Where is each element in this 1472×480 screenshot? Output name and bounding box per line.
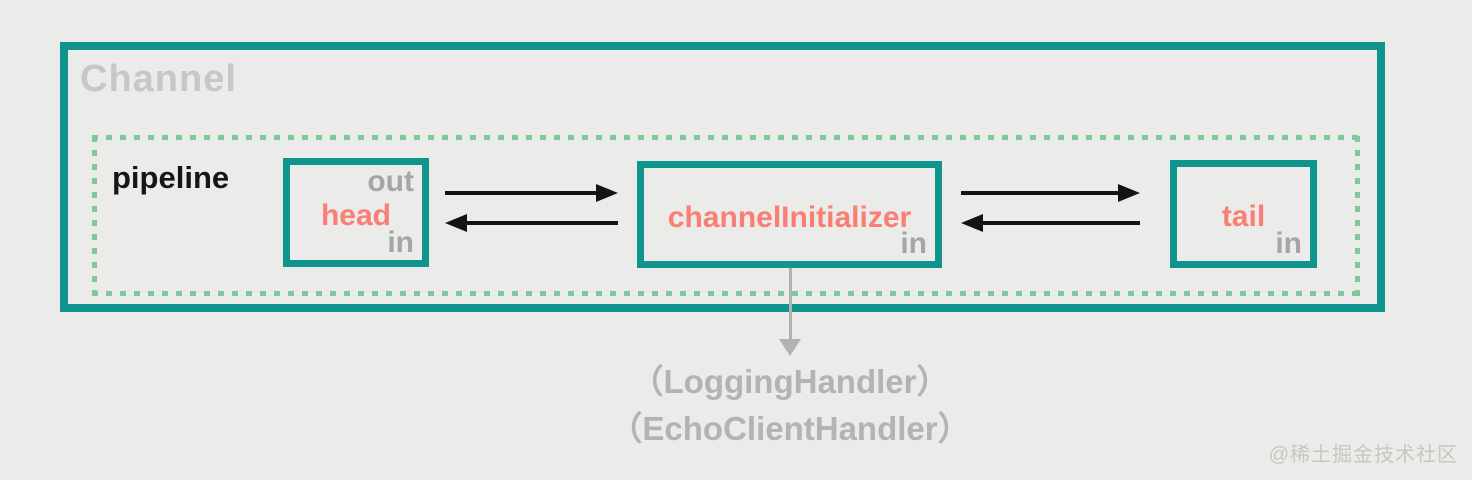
arrow-shaft (467, 221, 618, 225)
arrow-shaft (961, 191, 1118, 195)
arrowhead-left-icon (445, 214, 467, 232)
arrow-initializer-to-head-left (445, 214, 618, 232)
channel-label: Channel (80, 58, 237, 100)
arrow-tail-to-initializer-left (961, 214, 1140, 232)
channel-container (60, 42, 1385, 312)
head-in-label: in (387, 226, 414, 259)
arrow-shaft (445, 191, 596, 195)
arrowhead-right-icon (596, 184, 618, 202)
arrow-head-to-initializer-right (445, 184, 618, 202)
arrow-shaft (983, 221, 1140, 225)
tail-name-label: tail (1221, 200, 1266, 233)
pipeline-label: pipeline (112, 160, 230, 195)
arrowhead-left-icon (961, 214, 983, 232)
handlers-annotation: （LoggingHandler） （EchoClientHandler） (440, 358, 1140, 452)
arrow-initializer-to-tail-right (961, 184, 1140, 202)
channel-initializer-in-label: in (900, 227, 927, 260)
head-name-label: head (320, 198, 392, 232)
arrowhead-right-icon (1118, 184, 1140, 202)
tail-in-label: in (1275, 227, 1302, 260)
echo-client-handler-label: （EchoClientHandler） (609, 410, 971, 447)
arrowhead-down-icon (779, 339, 801, 356)
node-channel-initializer: channelInitializer in (637, 161, 942, 268)
head-out-label: out (367, 165, 414, 198)
arrow-shaft (788, 268, 792, 339)
channel-initializer-name-label: channelInitializer (667, 200, 912, 234)
node-head: out head in (283, 158, 429, 267)
arrow-initializer-down (779, 268, 801, 356)
logging-handler-label: （LoggingHandler） (630, 363, 950, 400)
node-tail: tail in (1170, 160, 1317, 268)
watermark-label: @稀土掘金技术社区 (1268, 444, 1458, 466)
